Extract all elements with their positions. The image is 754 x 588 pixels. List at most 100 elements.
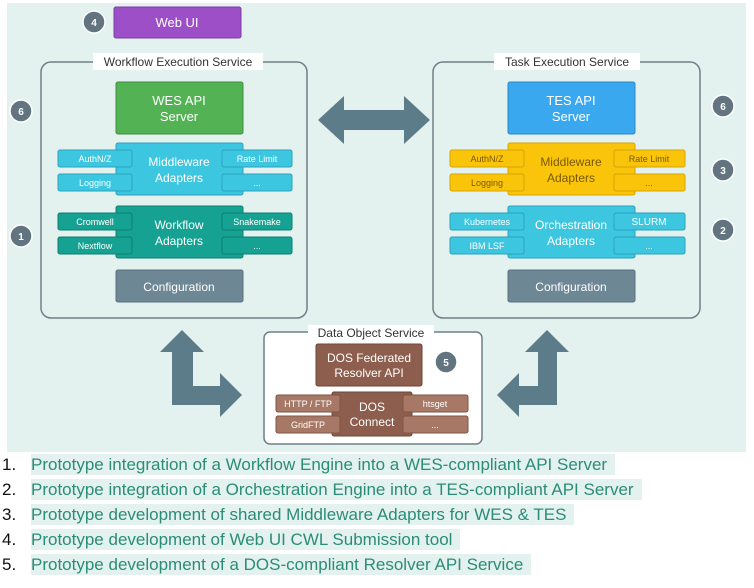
chip-label: Logging: [79, 178, 111, 188]
chip-label: Rate Limit: [629, 154, 670, 164]
chip: [402, 394, 469, 413]
chip-label: HTTP / FTP: [284, 399, 332, 409]
chip-label: ...: [645, 241, 653, 251]
badge-number: 3: [720, 166, 726, 177]
badge-number: 6: [720, 102, 726, 113]
elbow-arrow-icon: [160, 330, 242, 417]
chip-label: htsget: [423, 399, 448, 409]
chip: [57, 149, 133, 168]
chip-label: Rate Limit: [237, 154, 278, 164]
wes-title-bg: [93, 53, 263, 70]
tes-title-bg: [494, 53, 640, 70]
list-item: 3.Prototype development of shared Middle…: [0, 502, 754, 527]
line: DOS: [359, 400, 385, 414]
chip: [449, 149, 525, 168]
badge-circle: [711, 158, 735, 182]
chip-label: ...: [253, 241, 261, 251]
line: DOS Federated: [327, 351, 411, 365]
dos-title: Data Object Service: [318, 326, 425, 340]
chip: [221, 173, 293, 192]
line: WES API: [152, 93, 205, 108]
double-arrow-icon: [318, 96, 430, 144]
chip-label: GridFTP: [291, 420, 325, 430]
line: Workflow: [154, 218, 203, 232]
chip: [57, 212, 133, 231]
web-ui: 4 Web UI: [82, 6, 242, 39]
line: TES API: [546, 93, 595, 108]
dos-title-bg: [308, 325, 434, 340]
badge-circle: [9, 99, 33, 123]
chip-label: ...: [645, 178, 653, 188]
badge-circle: [711, 94, 735, 118]
chip-label: Nextflow: [78, 241, 113, 251]
chip: [449, 236, 525, 255]
dos-connect: [331, 391, 413, 437]
chip-label: SLURM: [631, 217, 666, 228]
list-text: Prototype integration of a Workflow Engi…: [31, 454, 616, 475]
list-number: 1.: [2, 455, 17, 474]
badge-number: 2: [720, 226, 726, 237]
list-item: 4.Prototype development of Web UI CWL Su…: [0, 527, 754, 552]
badge-number: 4: [91, 18, 97, 29]
tes-title: Task Execution Service: [505, 55, 629, 69]
line: Adapters: [547, 171, 595, 185]
chip-label: Snakemake: [233, 217, 281, 227]
chip: [275, 394, 341, 413]
wes-title: Workflow Execution Service: [104, 55, 253, 69]
line: Server: [160, 109, 199, 124]
badge-circle: [9, 224, 33, 248]
line: Middleware: [148, 155, 210, 169]
list-text: Prototype development of a DOS-compliant…: [31, 554, 532, 575]
chip: [221, 236, 293, 255]
chip-label: Kubernetes: [464, 217, 511, 227]
list-text: Prototype development of shared Middlewa…: [31, 504, 575, 525]
workflow-adapters: [115, 205, 244, 259]
chip-label: AuthN/Z: [470, 154, 504, 164]
line: Resolver API: [334, 366, 403, 380]
chip: [57, 173, 133, 192]
chip-label: ...: [431, 420, 439, 430]
chip: [613, 236, 686, 255]
badge-number: 5: [443, 358, 449, 369]
line: Connect: [350, 415, 395, 429]
web-ui-label: Web UI: [155, 15, 198, 30]
middleware-adapters: [115, 142, 244, 196]
web-ui-box: [113, 6, 242, 39]
list-number: 4.: [2, 530, 17, 549]
list-text: Prototype integration of a Orchestration…: [31, 479, 642, 500]
list-item: 2. Prototype integration of a Orchestrati…: [0, 477, 754, 502]
list-number: 2.: [2, 480, 17, 499]
chip: [613, 173, 686, 192]
list-item: 5. Prototype development of a DOS-complia…: [0, 552, 754, 577]
middleware-adapters: [507, 142, 636, 196]
chip-label: Logging: [471, 178, 503, 188]
list-number: 5.: [2, 555, 17, 574]
line: Adapters: [155, 234, 203, 248]
badge-circle: [82, 10, 106, 34]
chip-label: IBM LSF: [469, 241, 505, 251]
configuration-box: [507, 269, 636, 303]
prototype-list: 1. Prototype integration of a Workflow En…: [0, 452, 754, 577]
chip: [221, 212, 293, 231]
orchestration-adapters: [507, 205, 636, 259]
badge-number: 6: [18, 107, 24, 118]
chip: [449, 173, 525, 192]
tes-api-server: [507, 81, 636, 135]
chip-label: Cromwell: [76, 217, 114, 227]
chip: [449, 212, 525, 231]
list-item: 1. Prototype integration of a Workflow En…: [0, 452, 754, 477]
chip: [613, 149, 686, 168]
chip: [402, 415, 469, 434]
chip: [613, 212, 686, 231]
configuration-label: Configuration: [143, 280, 214, 294]
dos-resolver-api: [315, 343, 423, 387]
elbow-arrow-icon: [497, 330, 569, 417]
badge-circle: [434, 350, 458, 374]
